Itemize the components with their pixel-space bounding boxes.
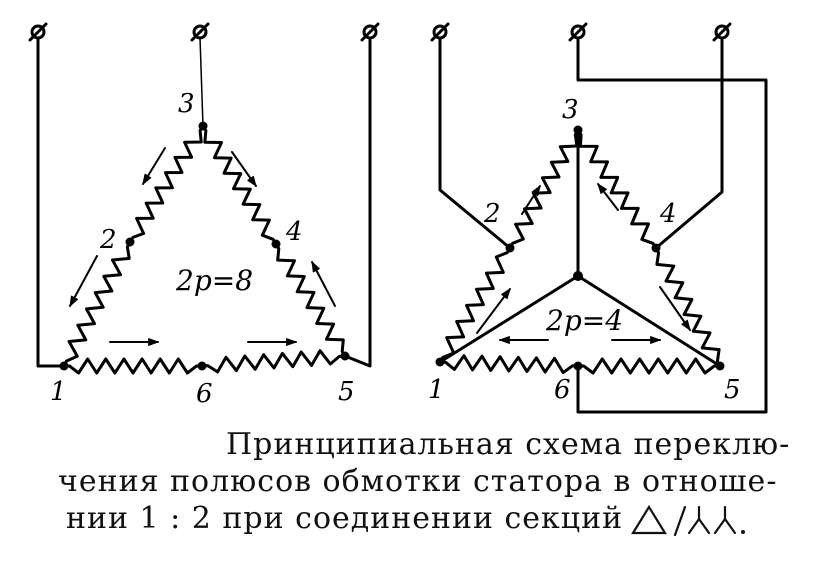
right-pole-count-label: 2p=4	[545, 304, 623, 337]
caption-line-3: нии 1 : 2 при соединении секций	[66, 501, 624, 536]
left-pole-count-label: 2p=8	[175, 264, 253, 297]
left-node-2-label: 2	[99, 225, 117, 255]
left-arrow-1-6-head	[148, 338, 159, 346]
right-lead-2	[438, 36, 512, 250]
right-node-2	[505, 243, 515, 253]
left-lead-1	[36, 36, 66, 368]
right-node-5-label: 5	[724, 375, 741, 405]
right-coil-3-4	[576, 128, 658, 250]
right-node-4-label: 4	[659, 199, 677, 229]
right-lead-4	[654, 36, 724, 250]
left-node-5-label: 5	[338, 377, 355, 407]
right-arrow-6-5-head	[650, 336, 661, 344]
right-node-6	[573, 361, 583, 371]
right-arrow-4-3-head	[597, 183, 607, 195]
figure-caption: Принципиальная схема переклю- чения полю…	[58, 426, 798, 537]
left-arrow-2-1-head	[69, 295, 78, 307]
right-node-5	[715, 361, 725, 371]
right-node-4	[651, 243, 661, 253]
left-arrow-3-2-head	[142, 173, 152, 185]
right-terminal-3-slash	[568, 22, 588, 42]
right-star-1	[438, 274, 580, 364]
left-terminal-1-slash	[28, 22, 48, 42]
right-coil-4-5	[654, 246, 722, 368]
right-node-3-label: 3	[562, 95, 579, 125]
left-node-1	[59, 361, 69, 371]
right-node-1	[435, 357, 445, 367]
caption-line-2: чения полюсов обмотки статора в отноше-	[58, 464, 778, 499]
left-node-3	[198, 121, 208, 131]
left-terminal-5-slash	[360, 22, 380, 42]
left-node-4-label: 4	[285, 217, 303, 247]
left-node-3-label: 3	[178, 89, 195, 119]
right-node-1-label: 1	[428, 375, 445, 405]
right-coil-1-2	[438, 246, 512, 364]
right-node-3	[573, 125, 583, 135]
left-coil-3-4	[201, 124, 278, 246]
right-arrow-6-1-head	[499, 336, 510, 344]
left-lead-3	[199, 37, 204, 127]
left-node-1-label: 1	[50, 377, 67, 407]
left-coil-6-5	[200, 349, 347, 374]
right-lead-6	[576, 36, 768, 414]
winding-schematic: 3 2 4 1 6 5 2p=8 3 2 4 1 6 5 2p=4	[28, 22, 768, 414]
left-coil-2-3	[128, 124, 205, 244]
left-coil-1-2	[62, 240, 132, 368]
right-arrow-2-3-head	[531, 185, 541, 197]
right-arrow-1-2-head	[501, 288, 511, 300]
right-arrow-4-5-head	[681, 319, 691, 331]
right-node-2-label: 2	[483, 199, 501, 229]
caption-line-1: Принципиальная схема переклю-	[226, 427, 791, 462]
right-star-5	[576, 274, 722, 368]
left-node-4	[271, 239, 281, 249]
right-coil-1-6	[438, 354, 580, 375]
left-coil-4-5	[274, 242, 347, 358]
left-arrow-6-5-head	[286, 338, 297, 346]
left-lead-5	[343, 36, 372, 368]
left-node-6	[197, 361, 207, 371]
delta-double-star-symbol	[631, 504, 746, 537]
right-coil-6-5	[576, 357, 722, 375]
right-terminal-1-slash	[430, 22, 450, 42]
left-coil-1-6	[62, 357, 204, 375]
left-node-6-label: 6	[196, 379, 213, 409]
left-node-5	[340, 351, 350, 361]
left-terminal-3-slash	[190, 22, 210, 42]
right-coil-2-3	[508, 128, 580, 250]
left-arrow-5-4-head	[311, 261, 320, 273]
right-node-6-label: 6	[554, 375, 571, 405]
right-star-center	[573, 271, 583, 281]
left-arrow-3-4-head	[247, 175, 257, 187]
right-terminal-5-slash	[712, 22, 732, 42]
left-node-2	[125, 237, 135, 247]
